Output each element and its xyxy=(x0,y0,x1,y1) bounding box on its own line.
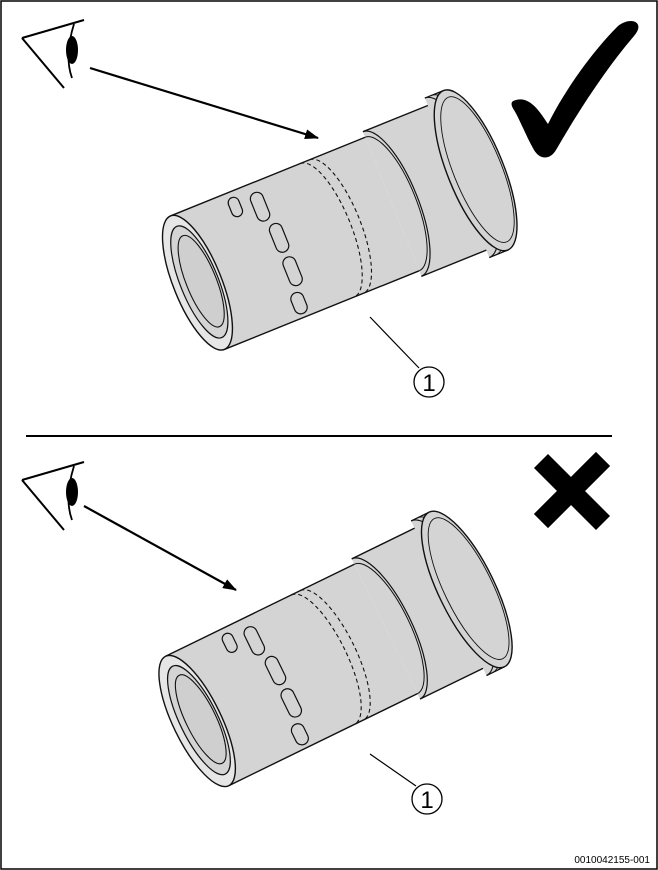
checkmark-icon xyxy=(511,21,639,158)
view-direction-arrow xyxy=(89,66,319,140)
callout-number: 1 xyxy=(422,370,435,397)
callout-circle xyxy=(411,783,443,815)
view-direction-arrow xyxy=(83,505,237,591)
callout-leader xyxy=(369,316,420,369)
panel-incorrect: 1 xyxy=(21,452,610,815)
panel-correct: 1 xyxy=(21,19,639,398)
callout-leader xyxy=(369,753,417,787)
pipe-illustration xyxy=(137,499,531,810)
cross-icon xyxy=(534,452,610,530)
eye-icon xyxy=(21,19,85,89)
eye-icon xyxy=(21,461,85,531)
callout-number: 1 xyxy=(420,787,433,814)
figure-id: 0010042155-001 xyxy=(574,855,650,866)
callout-circle xyxy=(413,366,445,398)
pipe-illustration xyxy=(142,79,535,373)
